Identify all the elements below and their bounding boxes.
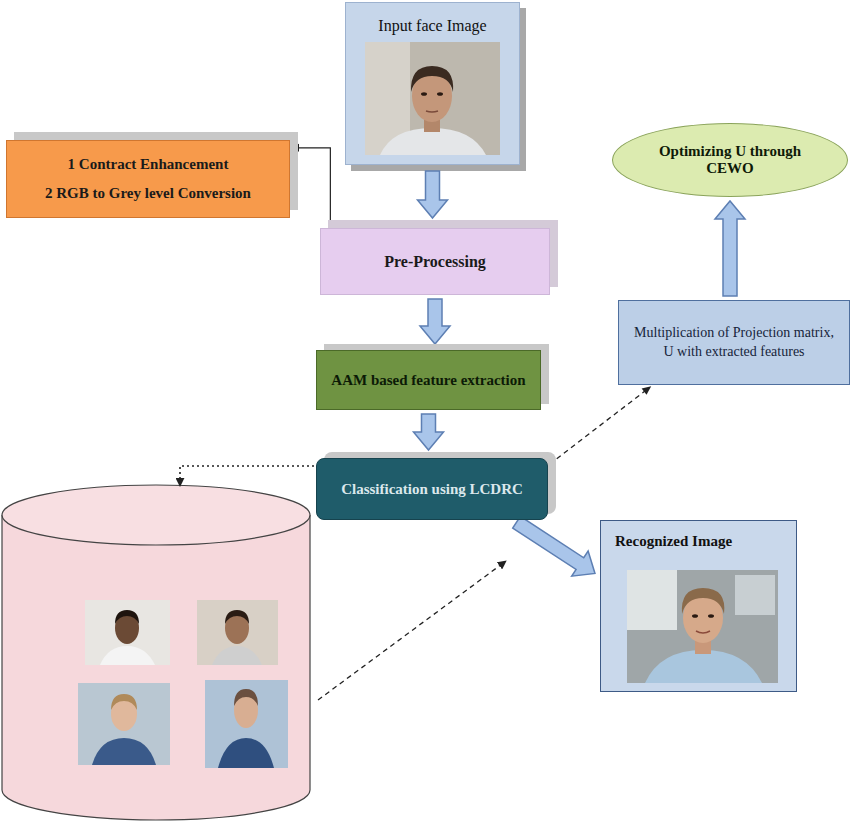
block-arrow	[420, 299, 450, 344]
arrow-head	[642, 386, 652, 395]
block-arrow-shape	[715, 201, 745, 296]
node-text: Optimizing U through CEWO	[645, 143, 815, 177]
face-photo	[365, 42, 500, 155]
face-photo	[197, 600, 278, 665]
dashed-arrow	[318, 561, 506, 700]
face-photo	[85, 600, 170, 665]
block-arrow	[715, 201, 745, 296]
box-ground	[345, 2, 520, 165]
dotted-arrow	[180, 466, 314, 486]
process-box: Classification using LCDRC	[316, 458, 548, 520]
face-photo	[205, 680, 288, 768]
connector-line	[550, 391, 645, 464]
block-arrow	[513, 516, 595, 576]
node-text: Multiplication of Projection matrix, U w…	[631, 324, 837, 360]
image-box: Input face Image	[345, 2, 520, 165]
image-box: Recognized Image	[600, 520, 797, 692]
face-photo	[78, 683, 170, 765]
block-arrow	[414, 414, 444, 450]
database-cylinder	[2, 485, 310, 820]
block-arrow-shape	[418, 171, 448, 218]
process-box: Pre-Processing	[320, 228, 550, 295]
process-box: Multiplication of Projection matrix, U w…	[618, 300, 850, 385]
process-box: AAM based feature extraction	[316, 350, 541, 410]
arrow-head	[290, 144, 299, 152]
node-text: AAM based feature extraction	[331, 372, 525, 389]
box-ground	[600, 520, 797, 692]
process-ellipse: Optimizing U through CEWO	[612, 123, 848, 197]
face-photo	[627, 570, 778, 683]
node-text: Input face Image	[378, 17, 486, 35]
connector-arrow	[290, 144, 330, 228]
block-arrow-shape	[513, 516, 595, 576]
block-arrow	[418, 171, 448, 218]
node-text: 1 Contract Enhancement	[68, 156, 229, 173]
block-arrow-shape	[420, 299, 450, 344]
connector-arrow	[550, 386, 652, 464]
connector-line	[298, 148, 330, 228]
node-text: Classification using LCDRC	[341, 481, 523, 498]
node-text: Recognized Image	[615, 533, 732, 550]
block-arrow-shape	[414, 414, 444, 450]
node-text: Pre-Processing	[384, 253, 486, 271]
node-text: 2 RGB to Grey level Conversion	[45, 185, 251, 202]
note-box: 1 Contract Enhancement 2 RGB to Grey leve…	[6, 140, 290, 218]
